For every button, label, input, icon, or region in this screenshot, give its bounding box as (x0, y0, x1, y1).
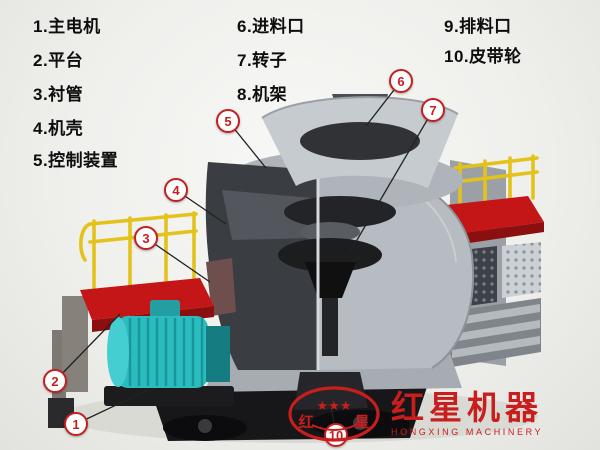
brand-logo: ★★★ 红 星 红星机器 HONGXING MACHINERY (286, 383, 543, 445)
left-platform-structure (48, 211, 214, 428)
main-motor (104, 300, 234, 406)
brand-name: 红星机器 (391, 388, 543, 426)
left-platform (80, 278, 214, 320)
callout-6: 6 (389, 69, 413, 93)
legend-item-main-motor: 1.主电机 (33, 17, 101, 36)
callout-5: 5 (216, 109, 240, 133)
rotor (278, 222, 382, 356)
legend-item-control-device: 5.控制装置 (33, 151, 119, 170)
lining-pipe (206, 258, 236, 316)
logo-text-block: 红星机器 HONGXING MACHINERY (391, 388, 544, 438)
right-railing (453, 154, 539, 214)
legend-item-discharge-port: 9.排料口 (444, 17, 512, 36)
legend-item-platform: 2.平台 (33, 51, 84, 70)
legend-item-frame: 8.机架 (237, 85, 288, 104)
legend-item-casing: 4.机壳 (33, 119, 84, 138)
callout-7: 7 (421, 98, 445, 122)
callout-2: 2 (43, 369, 67, 393)
callout-3: 3 (134, 226, 158, 250)
callout-1: 1 (64, 412, 88, 436)
emblem-char-left: 红 (298, 413, 313, 431)
feed-hopper (261, 94, 459, 188)
emblem-stars: ★★★ (317, 398, 352, 413)
emblem-char-right: 星 (354, 414, 369, 431)
pulley-guard (294, 372, 368, 410)
callout-4: 4 (164, 178, 188, 202)
mesh-panel-light (502, 242, 541, 298)
brand-subtitle: HONGXING MACHINERY (391, 427, 544, 438)
brand-emblem: ★★★ 红 星 (288, 386, 380, 442)
callout-10: 10 (324, 423, 348, 447)
legend-item-feed-inlet: 6.进料口 (237, 17, 305, 36)
legend-item-lining-pipe: 3.衬管 (33, 85, 84, 104)
legend-item-belt-pulley: 10.皮带轮 (444, 47, 522, 66)
cutaway-interior (205, 162, 396, 370)
crusher-body (205, 150, 474, 410)
legend-item-rotor: 7.转子 (237, 51, 288, 70)
